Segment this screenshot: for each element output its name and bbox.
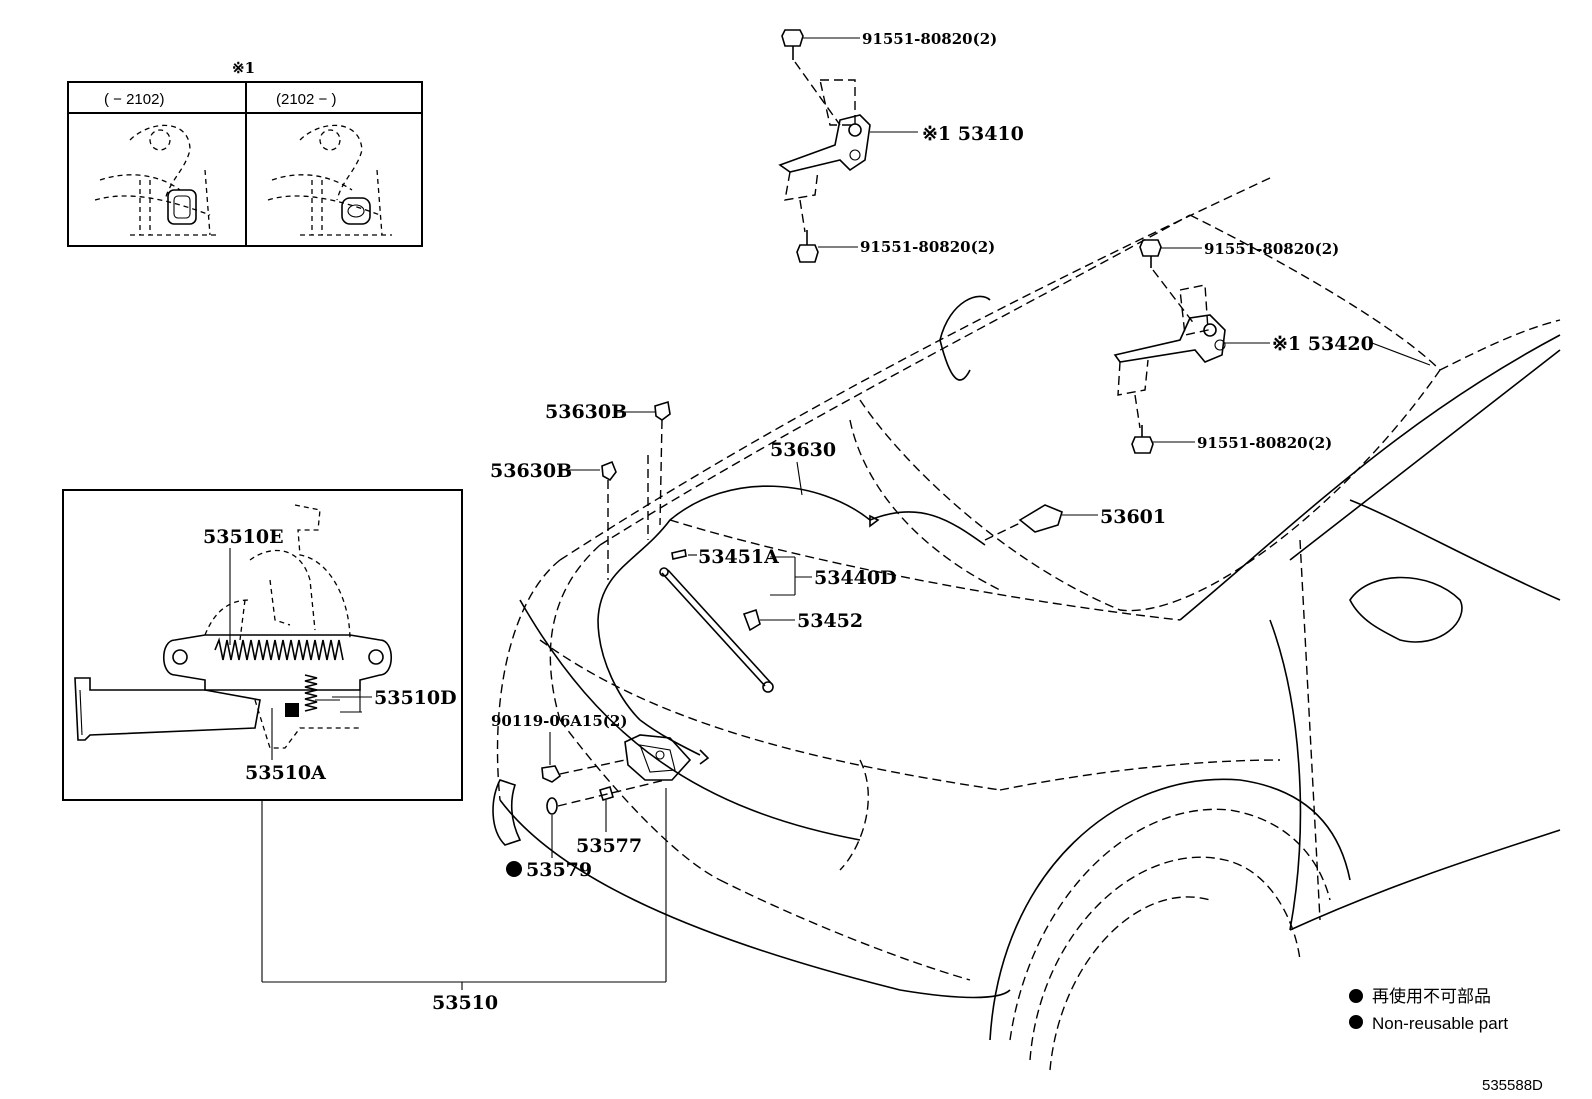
legend-line-jp: 再使用不可部品 bbox=[1372, 986, 1491, 1006]
bolt-icon bbox=[1131, 436, 1154, 454]
clip-icon bbox=[654, 400, 671, 421]
clip-icon bbox=[601, 460, 617, 482]
hood-lock-vehicle: 90119-06A15(2) 53577 53579 53510 bbox=[261, 712, 692, 1014]
diagram-code: 535588D bbox=[1482, 1077, 1543, 1094]
detail-frame bbox=[62, 489, 463, 801]
label-rod-holder: 53451A bbox=[698, 546, 779, 568]
bolt-icon bbox=[541, 765, 562, 783]
bolt-icon bbox=[781, 29, 804, 47]
variant-inset: ※1 ( − 2102) (2102 − ) bbox=[67, 59, 423, 247]
rod-holder-icon bbox=[671, 549, 687, 560]
label-hinge-right: ※1 53420 bbox=[1272, 333, 1374, 355]
car-body-outline bbox=[492, 177, 1561, 1071]
legend-dot-icon bbox=[1349, 989, 1363, 1003]
label-bolt-1420-top: 91551-80820(2) bbox=[1204, 240, 1339, 258]
label-bolt-1410-top: 91551-80820(2) bbox=[862, 30, 997, 48]
label-handle: 53601 bbox=[1100, 506, 1166, 528]
hood-lock-detail-box: 53510E 53510D 53510A bbox=[62, 489, 463, 801]
label-cushion: 53577 bbox=[576, 835, 642, 857]
cushion-icon bbox=[546, 797, 558, 815]
legend-dot-icon bbox=[1349, 1015, 1363, 1029]
label-hinge-left: ※1 53410 bbox=[922, 123, 1024, 145]
label-lock-assy: 53510 bbox=[432, 992, 498, 1014]
label-bolt-1410-bottom: 91551-80820(2) bbox=[860, 238, 995, 256]
label-bolt-1420-bottom: 91551-80820(2) bbox=[1197, 434, 1332, 452]
label-nonreuse-part: 53579 bbox=[526, 859, 592, 881]
bolt-icon bbox=[796, 244, 819, 263]
label-clip-lower: 53630B bbox=[490, 460, 572, 482]
handle-icon bbox=[1018, 504, 1063, 533]
label-clip-upper: 53630B bbox=[545, 401, 627, 423]
bolt-icon bbox=[1139, 239, 1162, 257]
label-cable: 53630 bbox=[770, 439, 836, 461]
inset-hinge-left-sketch bbox=[94, 124, 220, 236]
inset-hinge-right-sketch bbox=[267, 124, 392, 236]
label-lock-part-d: 53510D bbox=[374, 687, 457, 709]
label-support-rod: 53440D bbox=[814, 567, 897, 589]
label-bolt-lock: 90119-06A15(2) bbox=[491, 712, 627, 730]
hood-support-rod: 53451A 53440D 53452 bbox=[659, 546, 897, 693]
legend: 再使用不可部品 Non-reusable part bbox=[1349, 986, 1508, 1033]
release-cable-assembly: 53630B 53630B 53630 53601 bbox=[490, 400, 1166, 765]
hood-hinge-left: 91551-80820(2) ※1 53410 91551-80820(2) bbox=[778, 29, 1024, 263]
label-spring: 53510E bbox=[203, 526, 284, 548]
non-reusable-dot-icon bbox=[506, 861, 522, 877]
inset-col-left: ( − 2102) bbox=[104, 91, 164, 108]
hood-hinge-right: 91551-80820(2) ※1 53420 91551-80820(2) bbox=[1113, 239, 1431, 454]
label-rod-clip: 53452 bbox=[797, 610, 863, 632]
rod-clip-icon bbox=[742, 608, 761, 632]
label-lock-part-a: 53510A bbox=[245, 762, 326, 784]
inset-col-right: (2102 − ) bbox=[276, 91, 336, 108]
inset-mark: ※1 bbox=[232, 59, 255, 77]
legend-line-en: Non-reusable part bbox=[1372, 1014, 1508, 1033]
